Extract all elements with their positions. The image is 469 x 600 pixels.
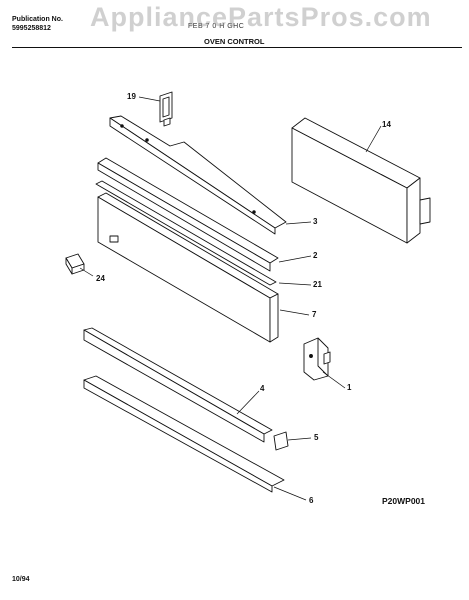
callout-6: 6	[309, 496, 314, 505]
callout-2: 2	[313, 251, 318, 260]
callout-1: 1	[347, 383, 352, 392]
part-24-switch	[65, 253, 85, 275]
part-2-panel-strip	[97, 157, 279, 272]
callout-3: 3	[313, 217, 318, 226]
section-title: OVEN CONTROL	[204, 37, 265, 46]
part-21-trim-strip	[95, 180, 277, 286]
part-5-clip	[273, 431, 289, 451]
part-14-panel-box	[291, 117, 431, 244]
title-underline	[12, 47, 462, 48]
callout-5: 5	[314, 433, 319, 442]
callout-7: 7	[312, 310, 317, 319]
part-1-side-bracket	[303, 337, 331, 381]
leader-lines	[79, 96, 382, 501]
model-number-fragment: FEB 7 0 H GHC	[188, 23, 245, 30]
callout-4: 4	[260, 384, 265, 393]
publication-number: 5995258812	[12, 25, 51, 32]
date-code: 10/94	[12, 576, 30, 583]
callout-14: 14	[382, 120, 391, 129]
part-6-bottom-trim	[83, 375, 285, 493]
callout-24: 24	[96, 274, 105, 283]
callout-19: 19	[127, 92, 136, 101]
watermark: AppliancePartsPros.com	[90, 2, 432, 32]
callout-21: 21	[313, 280, 322, 289]
drawing-code: P20WP001	[382, 496, 425, 506]
publication-label: Publication No.	[12, 16, 63, 23]
part-19-bracket	[159, 91, 173, 127]
part-4-lower-channel	[83, 327, 273, 443]
part-7-control-panel	[97, 192, 279, 343]
part-3-top-trim	[109, 115, 287, 235]
